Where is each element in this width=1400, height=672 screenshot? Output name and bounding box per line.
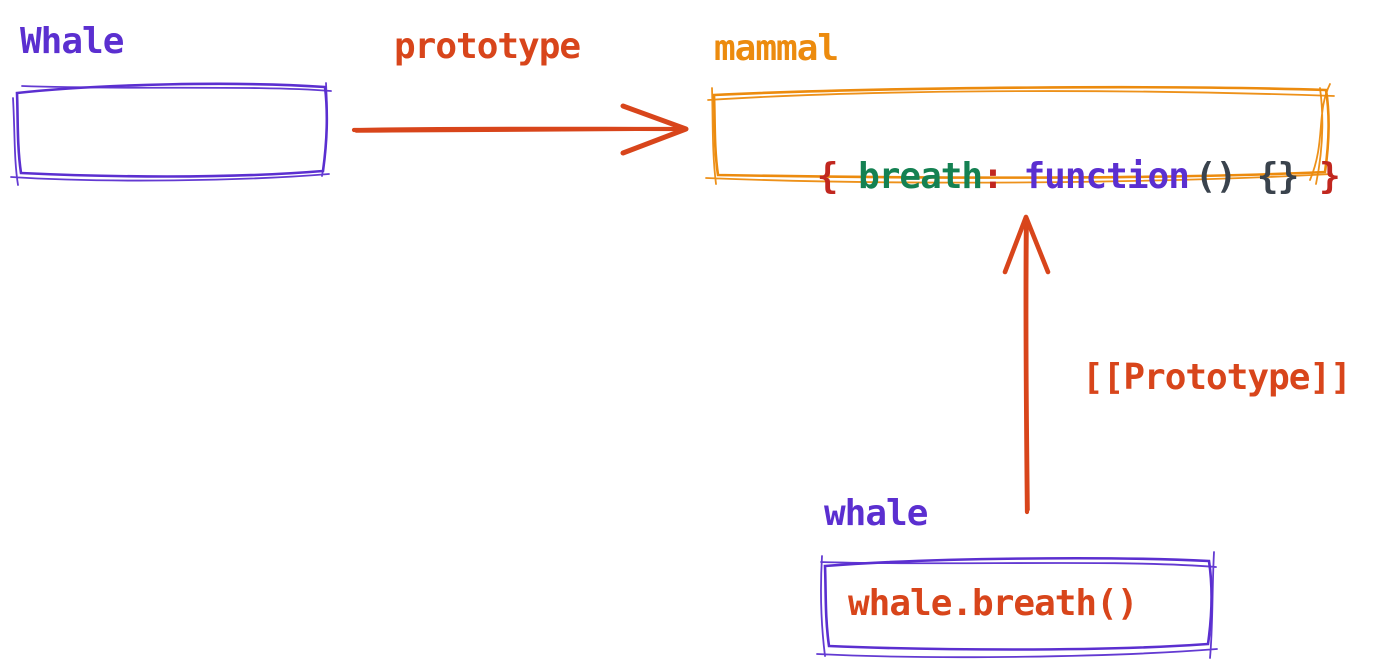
code-token-brace-close: }: [1298, 156, 1341, 197]
mammal-box: [704, 80, 1336, 188]
internal-prototype-edge-label: [[Prototype]]: [1082, 357, 1352, 398]
mammal-code: { breath: function() {} }: [734, 111, 1341, 243]
mammal-label: mammal: [714, 28, 839, 69]
whale-instance-box: [816, 550, 1220, 659]
code-token-colon: :: [982, 156, 1004, 197]
code-token-property: breath: [858, 156, 983, 197]
sketch-rectangle-icon: [705, 83, 1335, 185]
code-token-parens: (): [1194, 156, 1237, 197]
whale-instance-label: whale: [824, 493, 928, 534]
whale-constructor-label: Whale: [20, 21, 124, 62]
whale-constructor-box: [10, 76, 332, 188]
code-token-keyword: function: [1002, 156, 1189, 197]
internal-prototype-arrow-icon: [1000, 210, 1054, 515]
whale-instance-code: whale.breath(): [848, 583, 1138, 624]
code-token-brace-open: {: [816, 156, 859, 197]
prototype-edge-label: prototype: [394, 26, 581, 67]
sketch-rectangle-icon: [816, 551, 1218, 659]
code-token-body-braces: {}: [1236, 156, 1299, 197]
prototype-arrow-icon: [351, 98, 692, 162]
sketch-rectangle-icon: [10, 82, 332, 186]
